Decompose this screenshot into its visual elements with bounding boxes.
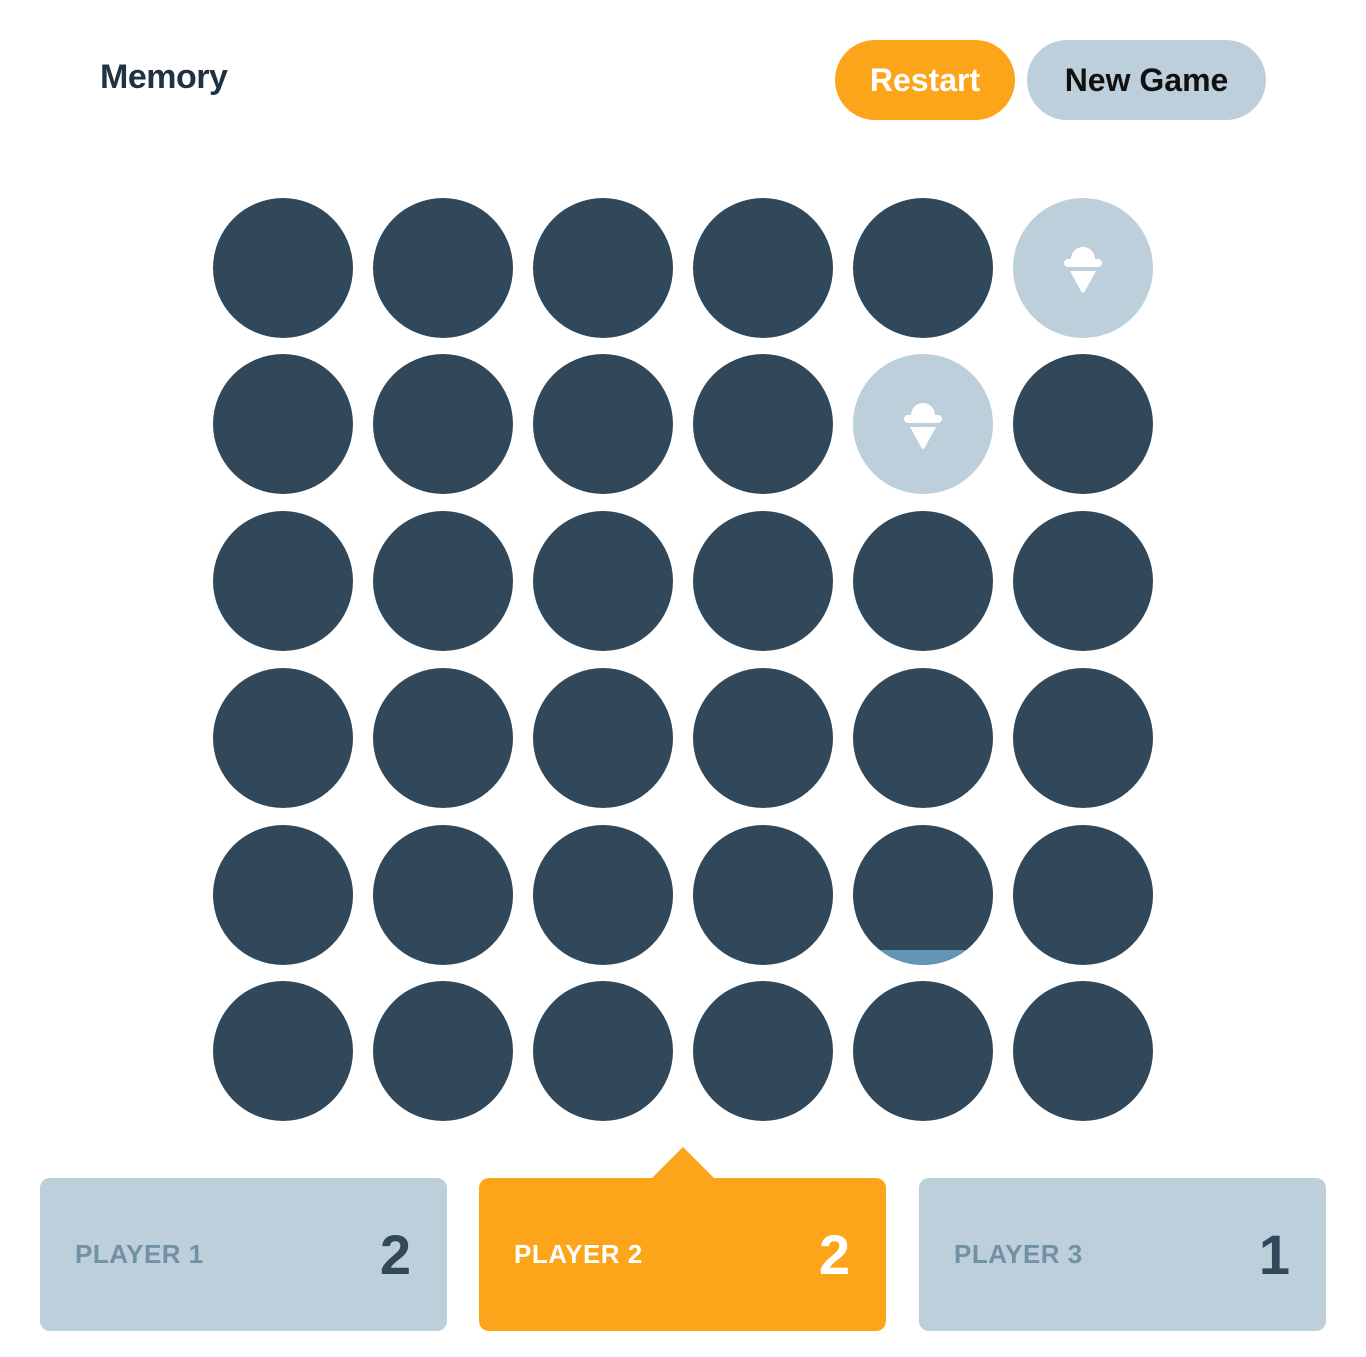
restart-button[interactable]: Restart <box>835 40 1015 120</box>
player-card-3: PLAYER 3 1 <box>919 1178 1326 1331</box>
tile-hidden[interactable] <box>533 668 673 808</box>
tile-hidden[interactable] <box>373 354 513 494</box>
tile-hidden[interactable] <box>533 198 673 338</box>
player-name: PLAYER 3 <box>954 1239 1083 1269</box>
tile-revealed[interactable] <box>853 354 993 494</box>
tile-hidden[interactable] <box>373 511 513 651</box>
tile-hidden[interactable] <box>533 981 673 1121</box>
tile-hidden[interactable] <box>853 668 993 808</box>
player-score: 1 <box>1258 1223 1290 1286</box>
tile-hidden[interactable] <box>1013 825 1153 965</box>
player-card-2-active: PLAYER 2 2 <box>479 1147 886 1331</box>
player-card-1: PLAYER 1 2 <box>40 1178 447 1331</box>
app-title: Memory <box>100 58 228 96</box>
tile-hidden[interactable] <box>533 354 673 494</box>
tile-hidden[interactable] <box>693 198 833 338</box>
tile-hidden[interactable] <box>533 825 673 965</box>
new-game-button[interactable]: New Game <box>1027 40 1266 120</box>
player-name: PLAYER 2 <box>514 1239 643 1269</box>
tile-hidden[interactable] <box>853 981 993 1121</box>
tile-hidden[interactable] <box>373 981 513 1121</box>
tile-hidden[interactable] <box>1013 981 1153 1121</box>
tile-hidden[interactable] <box>693 668 833 808</box>
tile-hidden[interactable] <box>853 198 993 338</box>
tile-revealed[interactable] <box>1013 198 1153 338</box>
tile-hidden[interactable] <box>373 668 513 808</box>
tile-hidden[interactable] <box>213 511 353 651</box>
player-score: 2 <box>379 1223 411 1286</box>
tile-hidden[interactable] <box>693 981 833 1121</box>
tile-hidden[interactable] <box>853 511 993 651</box>
tile-hidden[interactable] <box>1013 668 1153 808</box>
tile-hidden[interactable] <box>213 981 353 1121</box>
player-name: PLAYER 1 <box>75 1239 204 1269</box>
tile-hidden-hover[interactable] <box>853 825 993 965</box>
ice-cream-icon <box>1063 242 1103 294</box>
tile-hidden[interactable] <box>693 511 833 651</box>
tile-hidden[interactable] <box>213 825 353 965</box>
tile-hidden[interactable] <box>693 354 833 494</box>
tile-hidden[interactable] <box>213 198 353 338</box>
game-board <box>213 198 1153 1121</box>
tile-hidden[interactable] <box>373 198 513 338</box>
tile-hidden[interactable] <box>1013 354 1153 494</box>
tile-hidden[interactable] <box>1013 511 1153 651</box>
tile-hidden[interactable] <box>533 511 673 651</box>
tile-hidden[interactable] <box>213 354 353 494</box>
ice-cream-icon <box>903 398 943 450</box>
player-score: 2 <box>818 1223 850 1286</box>
tile-hidden[interactable] <box>213 668 353 808</box>
tile-hidden[interactable] <box>693 825 833 965</box>
tile-hidden[interactable] <box>373 825 513 965</box>
player-scoreboard: PLAYER 1 2 PLAYER 2 2 PLAYER 3 1 <box>40 1147 1326 1331</box>
